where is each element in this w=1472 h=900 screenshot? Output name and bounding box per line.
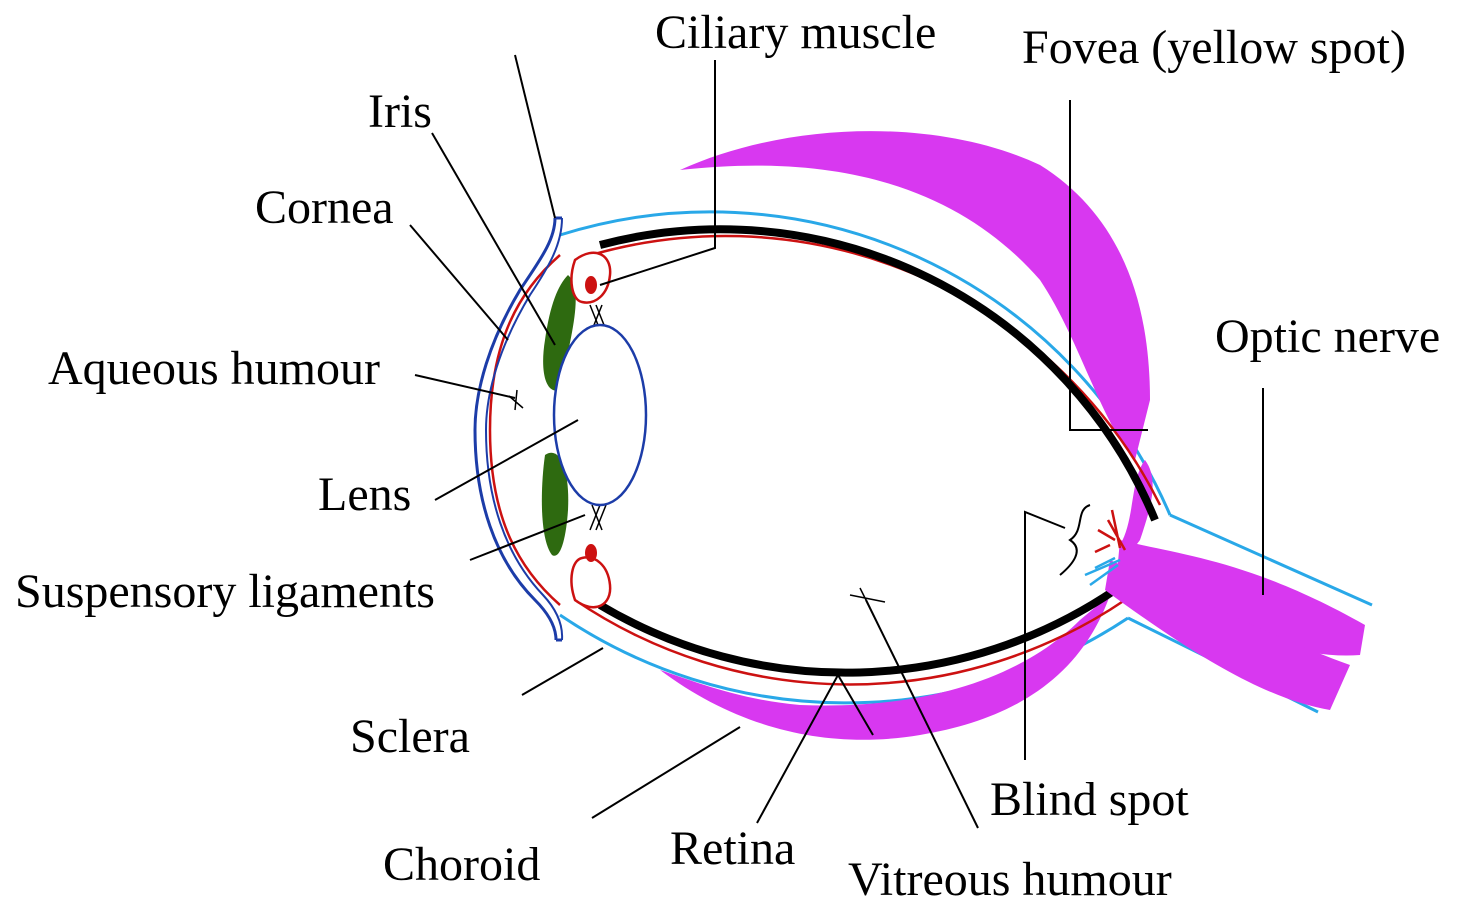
label-vitreous-humour: Vitreous humour <box>848 853 1172 900</box>
label-retina: Retina <box>670 822 795 875</box>
lens <box>554 325 646 505</box>
labels: Ciliary muscle Fovea (yellow spot) Iris … <box>15 6 1440 900</box>
leader-iris <box>432 133 555 345</box>
label-blind-spot: Blind spot <box>990 773 1189 826</box>
leader-top-cornea <box>515 55 555 218</box>
label-fovea: Fovea (yellow spot) <box>1022 21 1406 74</box>
label-cornea: Cornea <box>255 181 394 234</box>
label-aqueous-humour: Aqueous humour <box>48 342 380 395</box>
label-suspensory-ligaments: Suspensory ligaments <box>15 565 435 618</box>
label-iris: Iris <box>368 85 432 138</box>
retina-band <box>660 131 1153 740</box>
leader-choroid <box>592 727 740 818</box>
label-lens: Lens <box>318 468 411 521</box>
label-sclera: Sclera <box>350 710 470 763</box>
blind-spot-brace <box>1060 505 1090 575</box>
leader-cornea <box>410 225 508 340</box>
label-ciliary-muscle: Ciliary muscle <box>655 6 936 59</box>
label-choroid: Choroid <box>383 838 540 891</box>
leader-aqueous <box>415 375 515 398</box>
aqueous-marker <box>509 390 523 410</box>
label-optic-nerve: Optic nerve <box>1215 310 1440 363</box>
leader-ciliary-muscle <box>600 60 715 285</box>
leader-sclera <box>522 648 603 695</box>
